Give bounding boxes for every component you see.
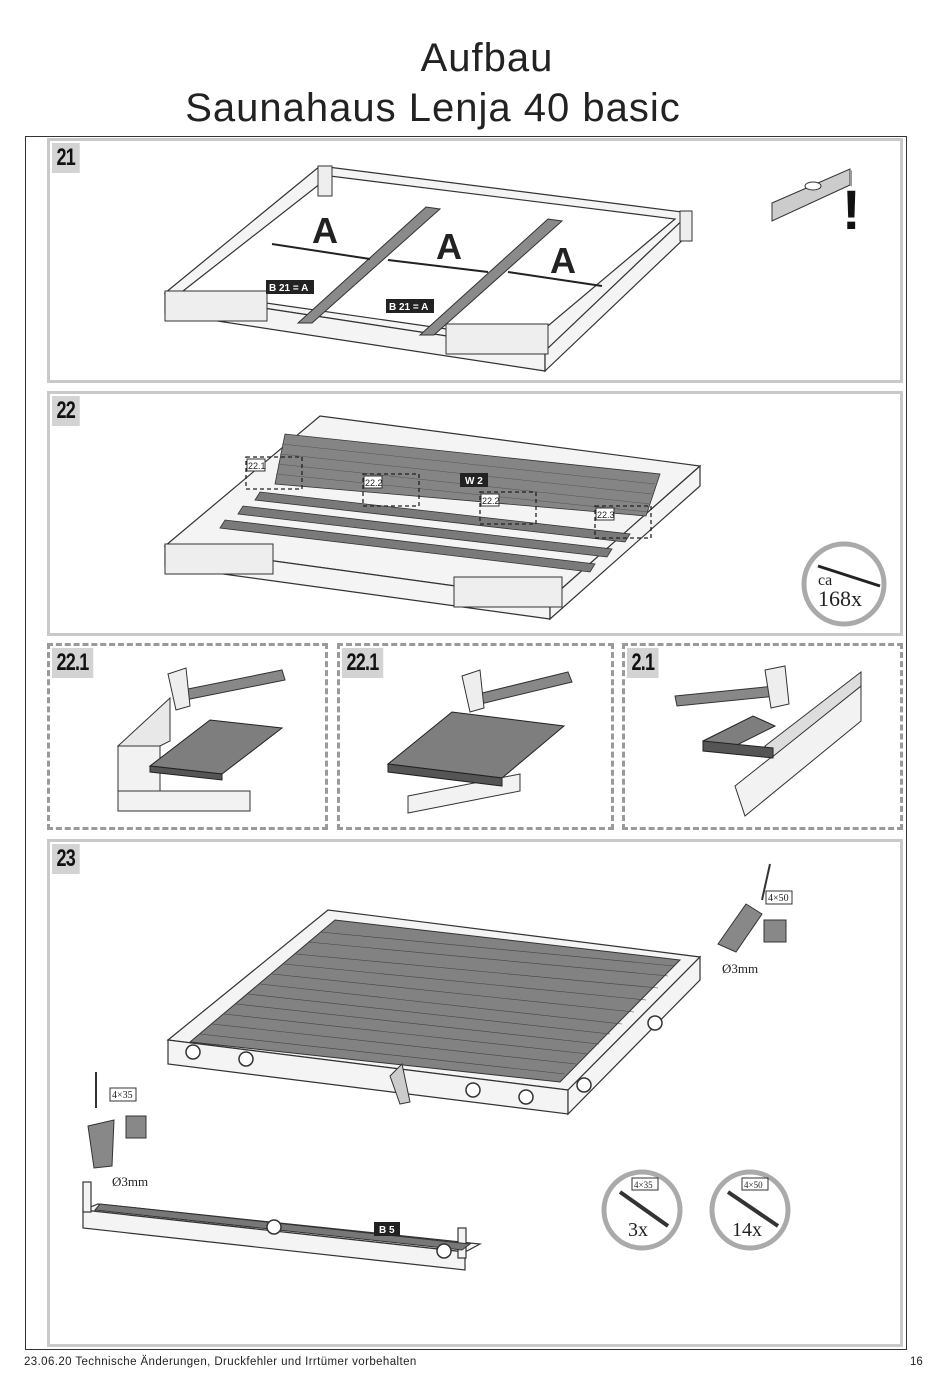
step-21-number: 21: [52, 143, 80, 173]
screw-count-4x50: 14x: [732, 1219, 762, 1241]
w2-label: W 2: [465, 476, 483, 487]
step-22-1-b-number: 22.1: [342, 648, 384, 678]
b21-label-right-bg: [386, 299, 434, 313]
step-22-1-b-diagram: [386, 669, 573, 814]
title-line-2: Saunahaus Lenja 40 basic: [185, 86, 681, 130]
callout-22-2-a: 22.2: [365, 478, 383, 488]
step-23-panel: 23 4×50 Ø3mm 4×35: [47, 839, 903, 1347]
step-21-panel: 21 A A A B 21 = A B 21 = A: [47, 138, 903, 383]
step-2-1-number: 2.1: [627, 648, 659, 678]
callout-22-1: 22.1: [248, 461, 266, 471]
footer-disclaimer: 23.06.20 Technische Änderungen, Druckfeh…: [24, 1356, 417, 1368]
b21-label-right: B 21 = A: [389, 302, 428, 313]
nail-count: 168x: [818, 586, 862, 611]
w2-label-bg: [460, 473, 488, 487]
page-number: 16: [910, 1356, 923, 1368]
screw-count-4x35: 3x: [628, 1219, 648, 1241]
screw-size-4x50-top: 4×50: [768, 893, 789, 904]
drill-right-icon: [717, 863, 787, 953]
spirit-level-icon: !: [771, 168, 861, 241]
step-22-number: 22: [52, 396, 80, 426]
drill-size-left: Ø3mm: [112, 1174, 148, 1189]
step-22-1-b-panel: 22.1: [337, 643, 614, 830]
b5-label-bg: [374, 1222, 400, 1236]
nail-count-badge: ca 168x: [801, 541, 887, 627]
step-2-1-diagram: [674, 665, 862, 817]
screw-count-4x35-size: 4×35: [634, 1180, 653, 1190]
step-22-1-a-number: 22.1: [52, 648, 94, 678]
screw-count-4x50-size: 4×50: [744, 1180, 763, 1190]
step-21-frame-diagram: A A A B 21 = A B 21 = A !: [163, 165, 861, 373]
svg-text:!: !: [842, 178, 861, 241]
drill-left-icon: [87, 1072, 147, 1169]
screw-count-4x35-badge: 4×35 3x: [601, 1169, 683, 1251]
step-23-number: 23: [52, 844, 80, 874]
step-22-1-a-panel: 22.1: [47, 643, 328, 830]
dimension-a-middle: A: [436, 226, 462, 267]
step-22-1-a-diagram: [116, 667, 286, 812]
screw-size-4x35-left: 4×35: [112, 1090, 133, 1101]
callout-22-2-b: 22.2: [482, 496, 500, 506]
step-23-assembly-diagram: 4×50 Ø3mm 4×35 Ø3mm B 5: [82, 863, 793, 1271]
nail-count-prefix: ca: [818, 572, 832, 589]
callout-22-3: 22.3: [597, 510, 615, 520]
title-line-1: Aufbau: [420, 36, 554, 80]
b5-label: B 5: [379, 1225, 395, 1236]
step-2-1-panel: 2.1: [622, 643, 903, 830]
b21-label-left-bg: [266, 280, 314, 294]
dimension-a-right: A: [550, 240, 576, 281]
dimension-a-left: A: [312, 210, 338, 251]
step-22-floor-diagram: 22.1 22.2 22.2 22.3 W 2 ca 168x: [163, 415, 887, 627]
screw-count-4x50-badge: 4×50 14x: [709, 1169, 791, 1251]
b21-label-left: B 21 = A: [269, 283, 308, 294]
step-22-panel: 22 22.1 22.2 22: [47, 391, 903, 636]
drill-size-right: Ø3mm: [722, 961, 758, 976]
instructions-frame: [25, 136, 907, 1350]
